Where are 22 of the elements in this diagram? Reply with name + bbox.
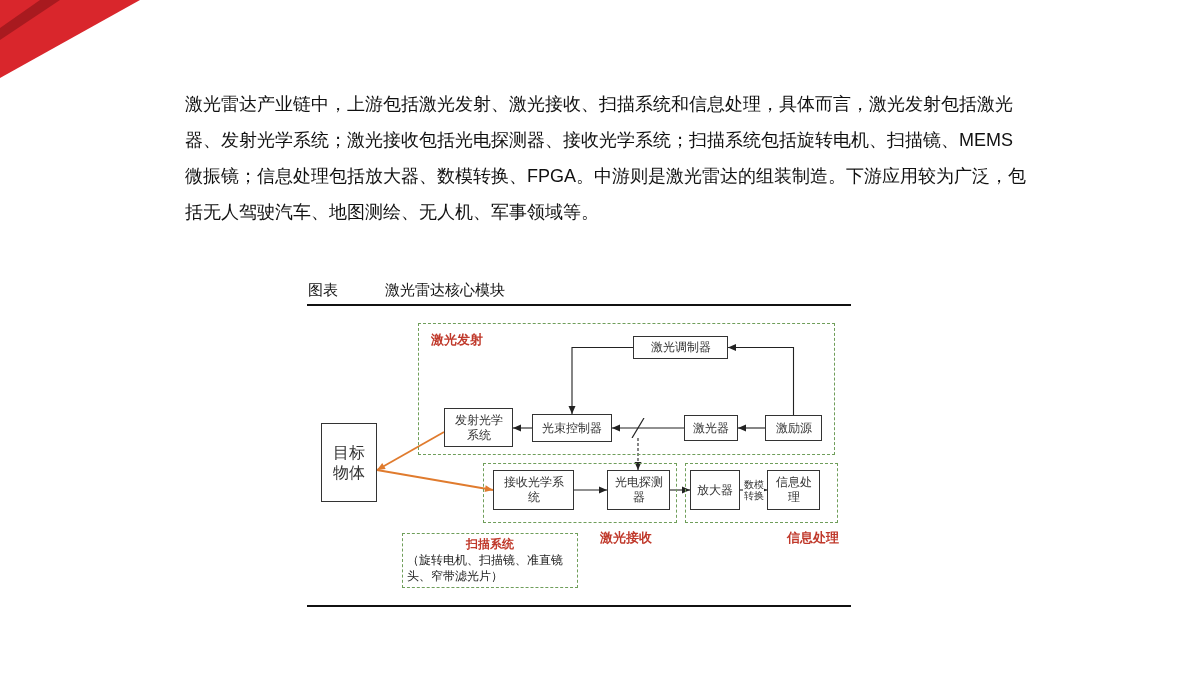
dashed-group-frame — [418, 323, 835, 455]
process-box: 发射光学系统 — [444, 408, 513, 447]
group-heading: 扫描系统 — [466, 537, 514, 552]
process-box: 信息处理 — [767, 470, 820, 510]
process-box: 接收光学系统 — [493, 470, 574, 510]
process-box: 激光调制器 — [633, 336, 728, 359]
body-paragraph: 激光雷达产业链中，上游包括激光发射、激光接收、扫描系统和信息处理，具体而言，激光发射包括激光器、发射光学系统；激光接收包括光电探测器、接收光学系统；扫描系统包括旋转电机、扫描镜、MEMS 微振镜；信息处理包括放大器、数模转换、FPGA。中游则是激光雷达的组装制造。下游应用较为广泛，包括无人驾驶汽车、地图测绘、无人机、军事领域等。 — [185, 93, 1027, 224]
figure-label: 图表 — [308, 280, 338, 300]
figure-title: 激光雷达核心模块 — [385, 280, 505, 300]
process-box: 光束控制器 — [532, 414, 612, 442]
group-heading: 激光接收 — [600, 529, 652, 547]
group-heading: 信息处理 — [787, 529, 839, 547]
edge-label: 数模转换 — [743, 479, 764, 501]
process-box: 光电探测器 — [607, 470, 670, 510]
process-box: 激励源 — [765, 415, 822, 441]
group-heading: 激光发射 — [431, 331, 483, 349]
beam-splitter-mirror — [630, 418, 646, 438]
note-text: （旋转电机、扫描镜、准直镜头、窄带滤光片） — [407, 552, 564, 584]
dashed-note-box — [402, 533, 578, 588]
process-box: 激光器 — [684, 415, 738, 441]
target-box: 目标物体 — [321, 423, 377, 502]
process-box: 放大器 — [690, 470, 740, 510]
